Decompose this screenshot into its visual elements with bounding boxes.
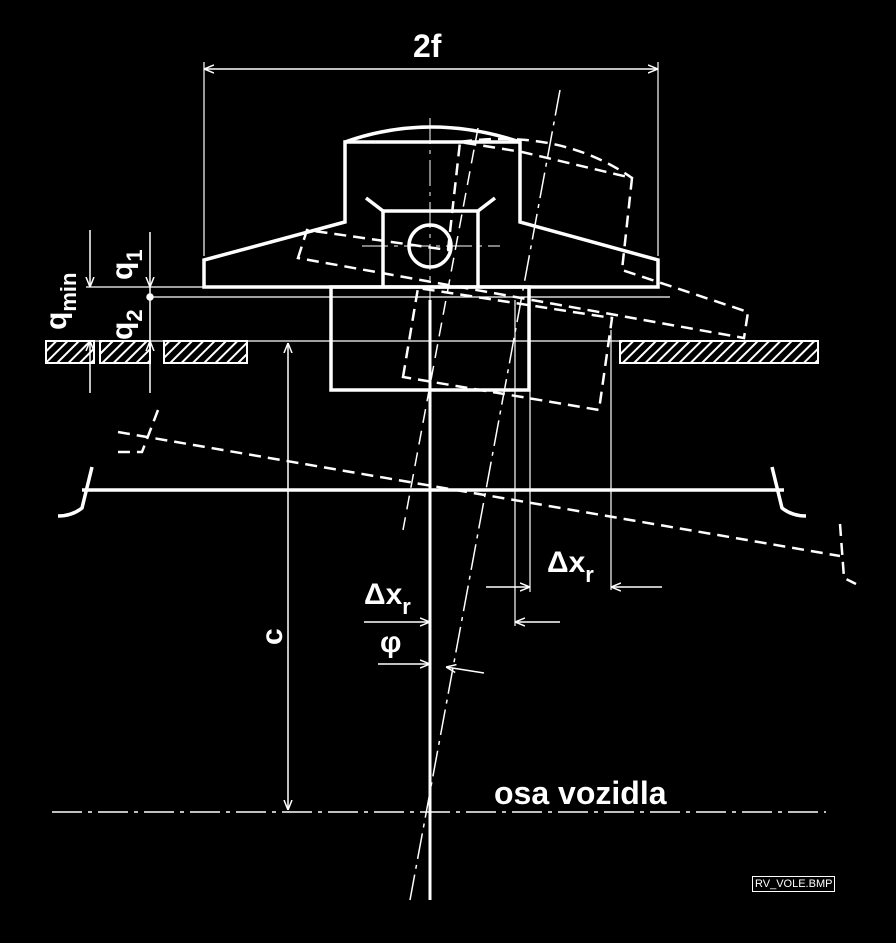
- floor-strip-right: [619, 340, 819, 364]
- label-vehicle-axis: osa vozidla: [494, 775, 667, 811]
- floor-strip-left: [45, 340, 248, 364]
- pivot-body-rotated: [296, 137, 750, 412]
- dim-q: [90, 230, 153, 393]
- pivot-centerlines: [362, 118, 500, 300]
- label-q1: q1: [106, 249, 147, 280]
- label-qmin: qmin: [40, 272, 81, 330]
- vehicle-floor-rotated: [117, 409, 857, 586]
- rotated-centerline: [402, 127, 479, 531]
- dim-phi: [378, 664, 485, 674]
- reference-lines: [86, 62, 670, 626]
- label-dx-right: Δxr: [547, 546, 594, 587]
- filename-tag: RV_VOLE.BMP: [752, 876, 836, 892]
- label-q2: q2: [106, 309, 147, 340]
- rotated-axis: [409, 89, 561, 901]
- label-2f: 2f: [413, 28, 442, 64]
- label-phi: φ: [380, 626, 402, 659]
- label-dx-center: Δxr: [364, 578, 411, 619]
- label-c: c: [256, 628, 289, 645]
- vehicle-floor: [57, 466, 807, 518]
